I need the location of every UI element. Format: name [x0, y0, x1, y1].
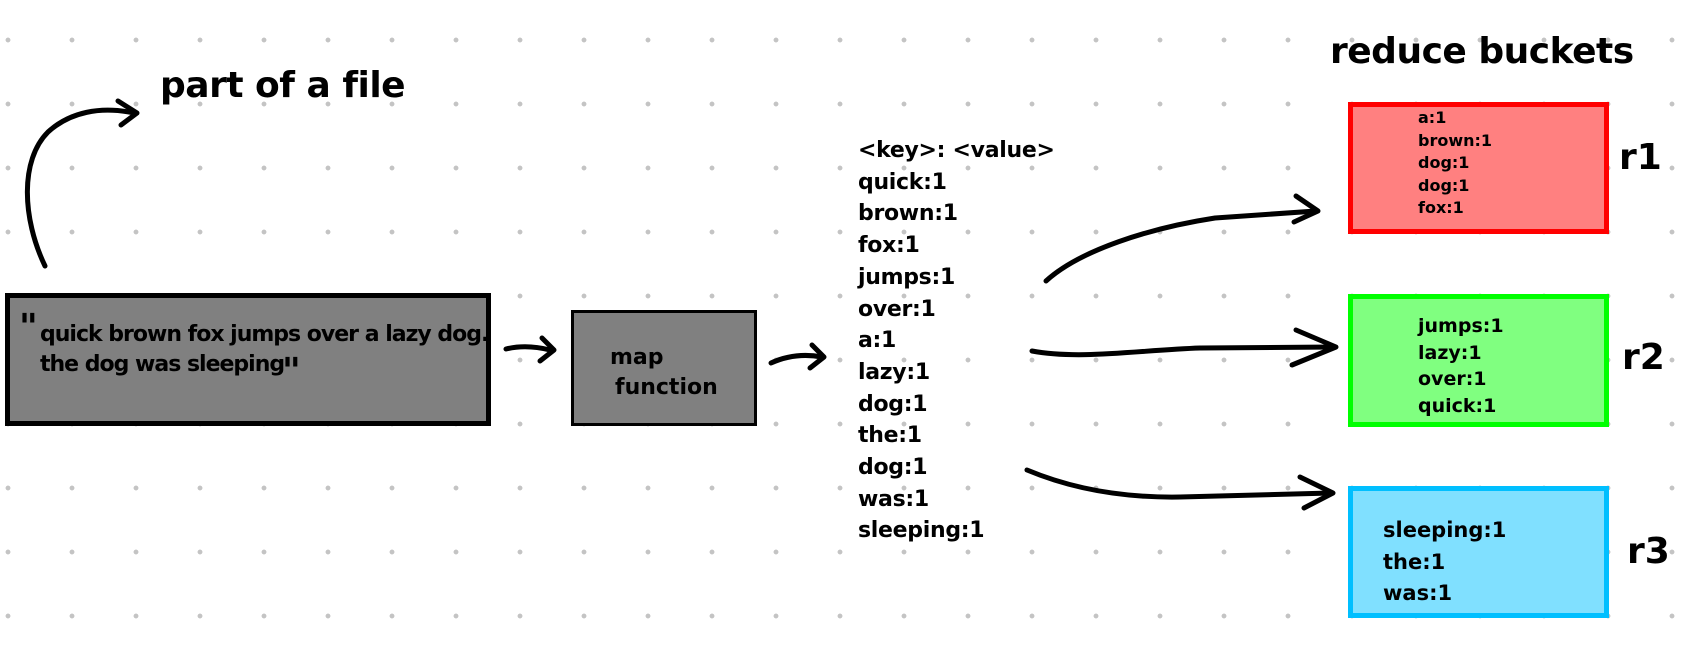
key-value-item: jumps:1 — [858, 264, 955, 290]
arrow-to-r2 — [1029, 327, 1339, 368]
key-value-header: <key>: <value> — [858, 138, 1055, 163]
key-value-item: brown:1 — [858, 201, 958, 227]
key-value-item: dog:1 — [858, 455, 928, 481]
map-function-label: map function — [610, 343, 718, 403]
part-of-file-label: part of a file — [160, 65, 406, 106]
key-value-item: a:1 — [858, 328, 897, 354]
bucket-item: jumps:1 — [1418, 315, 1504, 337]
bucket-item: was:1 — [1383, 581, 1453, 605]
bucket-item: fox:1 — [1418, 198, 1464, 217]
arrow-input-to-map — [503, 335, 557, 364]
key-value-item: lazy:1 — [858, 359, 930, 385]
bucket-item: the:1 — [1383, 549, 1446, 574]
bucket-r3-items: sleeping:1 the:1 was:1 — [1383, 515, 1506, 610]
reduce-buckets-label: reduce buckets — [1330, 31, 1634, 72]
map-label-line-2: function — [615, 375, 718, 400]
bucket-item: dog:1 — [1418, 175, 1470, 195]
bucket-item: dog:1 — [1418, 153, 1470, 172]
bucket-label-r2: r2 — [1622, 337, 1665, 378]
key-value-item: dog:1 — [858, 391, 928, 417]
key-value-item: sleeping:1 — [858, 518, 985, 544]
input-text-box: " quick brown fox jumps over a lazy dog.… — [5, 293, 491, 426]
key-value-item: quick:1 — [858, 169, 947, 195]
key-value-item: over:1 — [858, 296, 936, 322]
bucket-r1-items: a:1 brown:1 dog:1 dog:1 fox:1 — [1418, 107, 1492, 220]
key-value-item: was:1 — [858, 486, 929, 512]
bucket-item: lazy:1 — [1418, 341, 1482, 364]
arrow-to-r1 — [1043, 193, 1321, 284]
key-value-list: <key>: <value> quick:1 brown:1 fox:1 jum… — [858, 135, 1055, 547]
reduce-bucket-r2: jumps:1 lazy:1 over:1 quick:1 — [1348, 294, 1609, 427]
bucket-item: a:1 — [1418, 108, 1447, 127]
reduce-bucket-r1: a:1 brown:1 dog:1 dog:1 fox:1 — [1348, 102, 1609, 234]
arrow-to-r3 — [1024, 467, 1336, 511]
bucket-r2-items: jumps:1 lazy:1 over:1 quick:1 — [1418, 313, 1504, 419]
bucket-item: quick:1 — [1418, 394, 1497, 417]
input-text: quick brown fox jumps over a lazy dog. t… — [40, 320, 489, 380]
bucket-item: over:1 — [1418, 368, 1487, 390]
bucket-item: sleeping:1 — [1383, 518, 1507, 542]
map-function-box: map function — [571, 310, 757, 426]
open-quote-mark: " — [19, 307, 38, 348]
reduce-bucket-r3: sleeping:1 the:1 was:1 — [1348, 486, 1609, 618]
input-line-1: quick brown fox jumps over a lazy dog. — [40, 322, 489, 347]
bucket-item: brown:1 — [1418, 130, 1493, 150]
close-quote-mark: " — [282, 351, 301, 392]
bucket-label-r3: r3 — [1627, 531, 1670, 572]
key-value-item: the:1 — [858, 423, 922, 449]
arrow-map-to-pairs — [768, 342, 827, 371]
curved-arrow-up — [24, 98, 140, 269]
map-label-line-1: map — [610, 345, 664, 370]
bucket-label-r1: r1 — [1619, 137, 1662, 178]
key-value-item: fox:1 — [858, 233, 920, 259]
input-line-2: the dog was sleeping — [40, 352, 285, 377]
